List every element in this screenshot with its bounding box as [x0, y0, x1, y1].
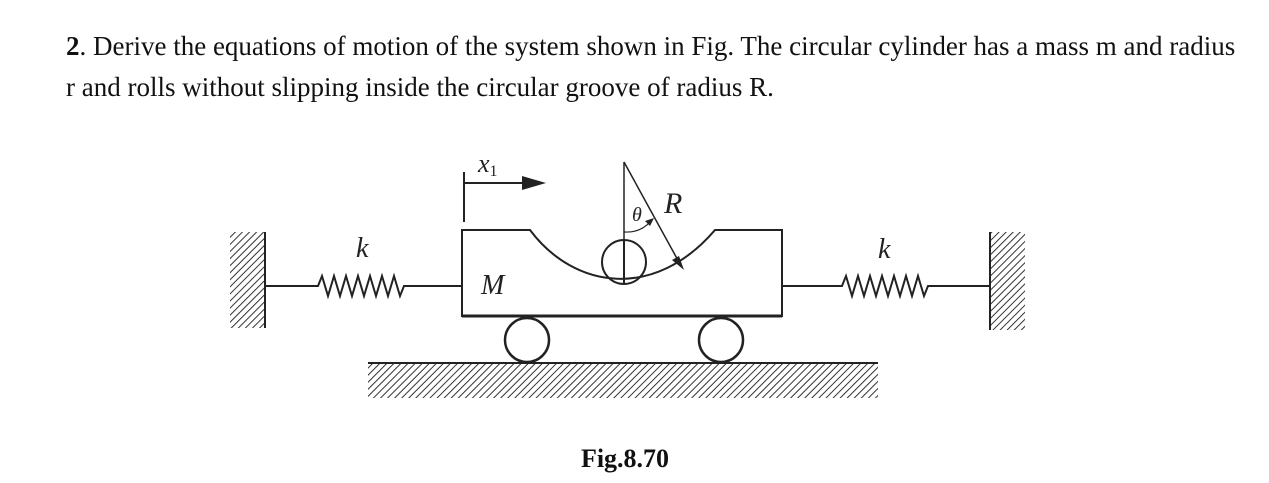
right-wall: [990, 232, 1025, 330]
theta-label: θ: [632, 204, 642, 226]
x1-label: x1: [477, 149, 498, 180]
M-label: M: [480, 270, 506, 301]
k-label-left: k: [356, 233, 369, 264]
radius-arrowhead: [672, 256, 684, 270]
figure-caption: Fig.8.70: [580, 444, 670, 473]
radius-line: [623, 161, 681, 265]
left-wheel: [503, 316, 551, 364]
cart-body: [461, 229, 783, 317]
R-label: R: [663, 187, 682, 220]
ground: [368, 364, 878, 398]
right-wheel: [697, 316, 745, 364]
right-spring: [782, 272, 990, 300]
problem-statement: 2. Derive the equations of motion of the…: [66, 26, 1246, 108]
k-label-right: k: [878, 234, 891, 265]
left-spring: [265, 272, 462, 300]
problem-text: . Derive the equations of motion of the …: [66, 31, 1236, 102]
problem-number: 2: [66, 31, 80, 61]
left-wall: [230, 232, 265, 328]
